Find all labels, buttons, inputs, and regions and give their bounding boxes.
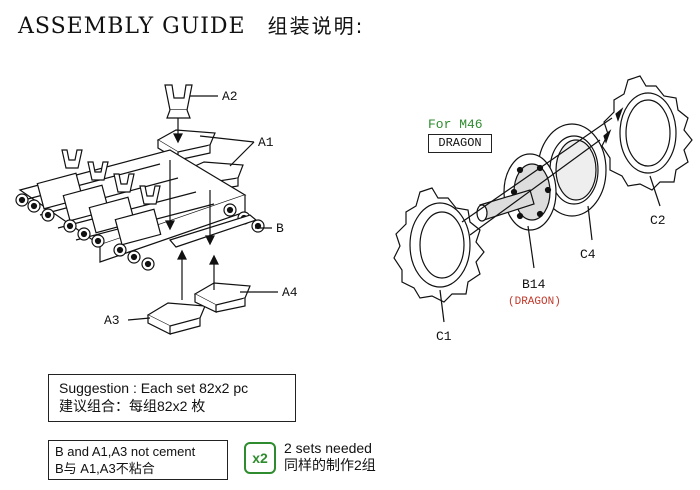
track-assembly-drawing — [15, 84, 278, 335]
track-chain — [15, 149, 265, 271]
part-a3-a4-pads — [146, 282, 251, 335]
not-cement-box: B and A1,A3 not cement B与 A1,A3不粘合 — [48, 440, 228, 480]
label-b14-dragon: (DRAGON) — [508, 296, 561, 308]
sets-line-zh: 同样的制作2组 — [284, 457, 376, 473]
label-c2: C2 — [650, 213, 666, 228]
part-c1-sprocket — [393, 187, 485, 303]
label-a3: A3 — [104, 313, 120, 328]
label-a2: A2 — [222, 89, 238, 104]
suggestion-line-en: Suggestion : Each set 82x2 pc — [59, 380, 249, 396]
dragon-box: DRAGON — [428, 134, 492, 153]
part-c2-sprocket — [601, 75, 693, 191]
sprocket-leaders — [439, 175, 661, 323]
sets-line-en: 2 sets needed — [284, 440, 372, 456]
sprocket-arrows — [461, 107, 624, 236]
label-b: B — [276, 221, 284, 236]
sprocket-assembly-drawing — [393, 75, 693, 323]
suggestion-line-zh: 建议组合：每组82x2 枚 — [59, 398, 206, 414]
x2-badge: x2 — [244, 442, 276, 474]
label-b14: B14 — [522, 277, 546, 292]
part-b14-hub — [476, 153, 557, 231]
sets-needed-note: x2 2 sets needed 同样的制作2组 — [244, 440, 414, 480]
title-english: ASSEMBLY GUIDE — [18, 14, 246, 39]
not-cement-line-en: B and A1,A3 not cement — [55, 444, 196, 459]
label-c4: C4 — [580, 247, 596, 262]
assembly-guide-title: ASSEMBLY GUIDE 组装说明: — [18, 10, 364, 39]
label-c1: C1 — [436, 329, 452, 344]
part-b-connector — [168, 214, 258, 248]
suggestion-box: Suggestion : Each set 82x2 pc 建议组合：每组82x… — [48, 374, 296, 422]
part-a2-guide-horn — [164, 84, 193, 119]
not-cement-line-zh: B与 A1,A3不粘合 — [55, 461, 155, 476]
title-chinese: 组装说明: — [267, 14, 365, 38]
label-a1: A1 — [258, 135, 274, 150]
label-a4: A4 — [282, 285, 298, 300]
label-for-m46: For M46 — [428, 117, 483, 132]
leader-lines — [127, 95, 278, 321]
assembly-arrows — [165, 118, 219, 300]
sets-text: 2 sets needed 同样的制作2组 — [284, 440, 376, 474]
